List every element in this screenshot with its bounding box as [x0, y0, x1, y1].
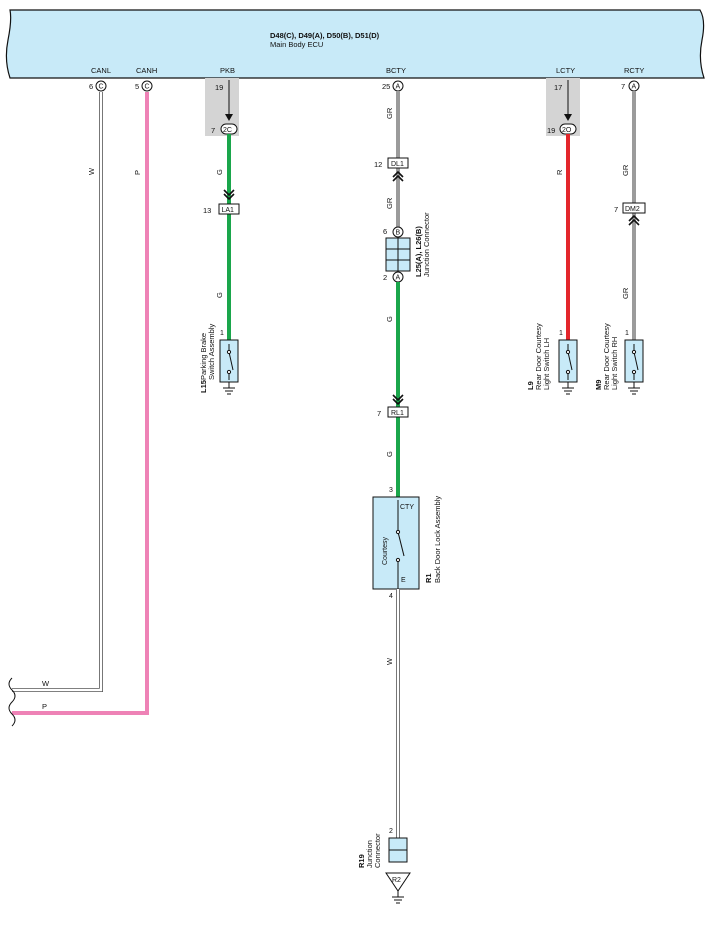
svg-text:GR: GR	[621, 164, 630, 176]
terminal-rcty: RCTY	[624, 66, 644, 75]
svg-text:25: 25	[382, 82, 390, 91]
svg-text:R: R	[555, 169, 564, 175]
svg-text:2C: 2C	[223, 127, 232, 134]
terminal-bcty: BCTY	[386, 66, 406, 75]
component-m9: 1 M9 Rear Door Courtesy Light Switch RH	[594, 323, 644, 395]
svg-text:DM2: DM2	[625, 206, 640, 213]
svg-text:7: 7	[377, 409, 381, 418]
svg-text:2: 2	[389, 828, 393, 835]
svg-text:B: B	[396, 230, 401, 237]
svg-text:Junction Connector: Junction Connector	[422, 212, 431, 277]
component-r1: 3 CTY E Courtesy 4 R1 Back Door Lock Ass…	[372, 487, 442, 600]
svg-text:G: G	[215, 169, 224, 175]
svg-text:RL1: RL1	[391, 410, 404, 417]
ecu-name: Main Body ECU	[270, 40, 323, 49]
svg-text:G: G	[215, 292, 224, 298]
terminal-lcty: LCTY	[556, 66, 575, 75]
svg-text:Junction: Junction	[365, 840, 374, 868]
svg-text:17: 17	[554, 83, 562, 92]
svg-text:Courtesy: Courtesy	[382, 536, 389, 565]
svg-text:4: 4	[389, 593, 393, 600]
svg-text:Back Door Lock Assembly: Back Door Lock Assembly	[433, 496, 442, 583]
svg-text:G: G	[385, 316, 394, 322]
svg-text:Parking Brake: Parking Brake	[199, 333, 208, 380]
svg-text:A: A	[396, 84, 401, 91]
wire-label-canh: P	[133, 170, 142, 175]
svg-text:Light Switch LH: Light Switch LH	[542, 338, 551, 390]
svg-text:R19: R19	[357, 854, 366, 868]
svg-text:M9: M9	[594, 380, 603, 390]
component-l9: 1 L9 Rear Door Courtesy Light Switch LH	[526, 323, 578, 395]
svg-text:DL1: DL1	[391, 161, 404, 168]
svg-text:7: 7	[621, 82, 625, 91]
svg-text:A: A	[632, 84, 637, 91]
svg-text:12: 12	[374, 160, 382, 169]
svg-text:Switch Assembly: Switch Assembly	[207, 323, 216, 380]
svg-text:Rear Door Courtesy: Rear Door Courtesy	[602, 323, 611, 390]
svg-text:6: 6	[383, 227, 387, 236]
svg-text:5: 5	[135, 82, 139, 91]
wire-canh	[12, 92, 149, 715]
component-r19: 2 R2 R19 Junction Connector	[357, 828, 411, 904]
wire-label-canl: W	[87, 167, 96, 175]
terminal-rcty-pin: A 7	[621, 80, 640, 92]
svg-text:L25(A), L26(B): L25(A), L26(B)	[414, 226, 423, 277]
svg-text:1: 1	[559, 330, 563, 337]
bus-break	[8, 677, 16, 727]
svg-text:LA1: LA1	[222, 207, 235, 214]
svg-text:G: G	[385, 451, 394, 457]
svg-text:C: C	[99, 84, 104, 91]
svg-text:6: 6	[89, 82, 93, 91]
svg-text:Light Switch RH: Light Switch RH	[610, 337, 619, 390]
svg-text:19: 19	[547, 126, 555, 135]
connector-dm2: DM2 7	[614, 202, 646, 214]
svg-text:13: 13	[203, 206, 211, 215]
connector-dl1: DL1 12	[374, 157, 409, 169]
svg-text:CTY: CTY	[400, 504, 414, 511]
svg-text:GR: GR	[385, 107, 394, 119]
svg-text:W: W	[385, 657, 394, 665]
terminal-canh: CANH	[136, 66, 157, 75]
svg-text:E: E	[401, 577, 406, 584]
svg-text:GR: GR	[621, 287, 630, 299]
terminal-canh-pin: C 5	[135, 80, 153, 92]
component-l15: 1 L15 Parking Brake Switch Assembly	[199, 323, 239, 395]
connector-la1: LA1 13	[203, 203, 240, 215]
bus-label-p: P	[42, 702, 47, 711]
terminal-pkb: PKB	[220, 66, 235, 75]
svg-text:1: 1	[625, 330, 629, 337]
svg-text:7: 7	[211, 126, 215, 135]
svg-text:1: 1	[220, 330, 224, 337]
svg-text:GR: GR	[385, 197, 394, 209]
connector-2c: 2C 7	[211, 123, 238, 135]
svg-text:R2: R2	[392, 877, 401, 884]
svg-text:L9: L9	[526, 381, 535, 390]
ecu-codes: D48(C), D49(A), D50(B), D51(D)	[270, 31, 380, 40]
svg-text:R1: R1	[424, 573, 433, 583]
connector-2o: 2O 19	[547, 123, 577, 135]
ecu-box	[5, 9, 705, 79]
terminal-canl-pin: C 6	[89, 80, 107, 92]
svg-text:L15: L15	[199, 380, 208, 393]
svg-text:A: A	[396, 275, 401, 282]
svg-text:C: C	[145, 84, 150, 91]
connector-rl1: RL1 7	[377, 406, 409, 418]
svg-text:Rear Door Courtesy: Rear Door Courtesy	[534, 323, 543, 390]
svg-text:2: 2	[383, 273, 387, 282]
terminal-canl: CANL	[91, 66, 111, 75]
terminal-bcty-pin: A 25	[382, 80, 404, 92]
junction-connector: B 6 A 2 L25(A), L26(B) Junction Connecto…	[383, 212, 431, 283]
svg-text:7: 7	[614, 205, 618, 214]
svg-text:Connector: Connector	[373, 833, 382, 868]
wire-canl	[12, 92, 103, 692]
svg-text:19: 19	[215, 83, 223, 92]
svg-text:2O: 2O	[562, 127, 572, 134]
bus-label-w: W	[42, 679, 50, 688]
svg-text:3: 3	[389, 487, 393, 494]
